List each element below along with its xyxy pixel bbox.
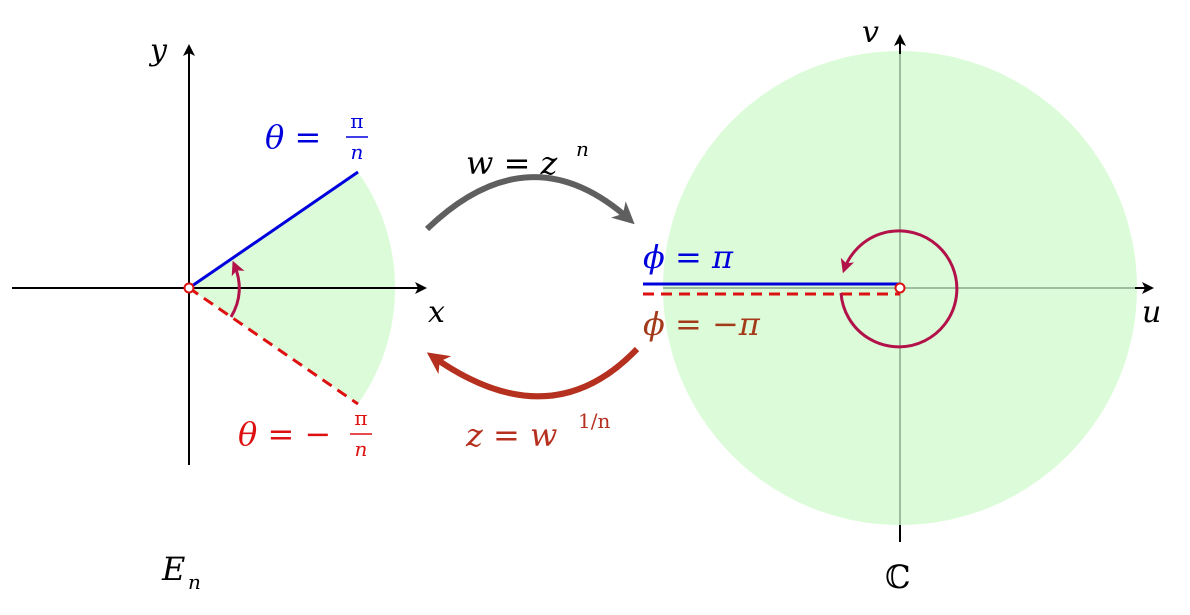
lower-ray-label-denominator: n [355, 437, 368, 461]
lower-ray-label-lhs: θ = − [238, 415, 331, 453]
forward-map-label-lhs: w = z [466, 144, 559, 182]
plane-label: ℂ [885, 558, 910, 596]
w-plane: u v ℂ ϕ = π ϕ = −π [643, 15, 1161, 596]
upper-ray-label: θ = π n [265, 109, 368, 164]
origin-point [183, 282, 195, 294]
forward-map-label-exponent: n [576, 137, 589, 161]
inverse-map-label-lhs: z = w [465, 416, 557, 454]
angle-arc-arrow [229, 260, 245, 318]
inverse-map-arrow [426, 346, 640, 400]
upper-ray-label-lhs: θ = [265, 118, 321, 156]
region-label-subscript: n [188, 570, 201, 594]
forward-map-label: w = z n [466, 137, 589, 182]
lower-ray-label-numerator: π [354, 406, 367, 430]
region-label-base: E [161, 550, 185, 588]
upper-ray [188, 170, 359, 290]
upper-ray-label-denominator: n [351, 140, 364, 164]
lower-ray-label: θ = − π n [238, 406, 372, 461]
u-axis-label: u [1142, 295, 1161, 330]
inverse-map-label: z = w 1/n [465, 409, 610, 454]
forward-map-arrow [424, 174, 635, 232]
winding-arrow [839, 229, 959, 349]
z-plane: x y θ = π n θ = − π n E n [12, 33, 445, 594]
lower-ray [188, 286, 359, 406]
y-axis-label: y [148, 33, 168, 68]
v-axis-label: v [862, 15, 879, 50]
region-label: E n [161, 550, 201, 594]
upper-cut-label: ϕ = π [643, 238, 734, 276]
w-origin-point [894, 282, 906, 294]
mapping-arrows: w = z n z = w 1/n [424, 137, 640, 454]
inverse-map-label-exponent: 1/n [578, 409, 610, 433]
upper-ray-label-numerator: π [350, 109, 363, 133]
lower-cut-label: ϕ = −π [643, 305, 761, 343]
x-axis-label: x [428, 295, 445, 330]
